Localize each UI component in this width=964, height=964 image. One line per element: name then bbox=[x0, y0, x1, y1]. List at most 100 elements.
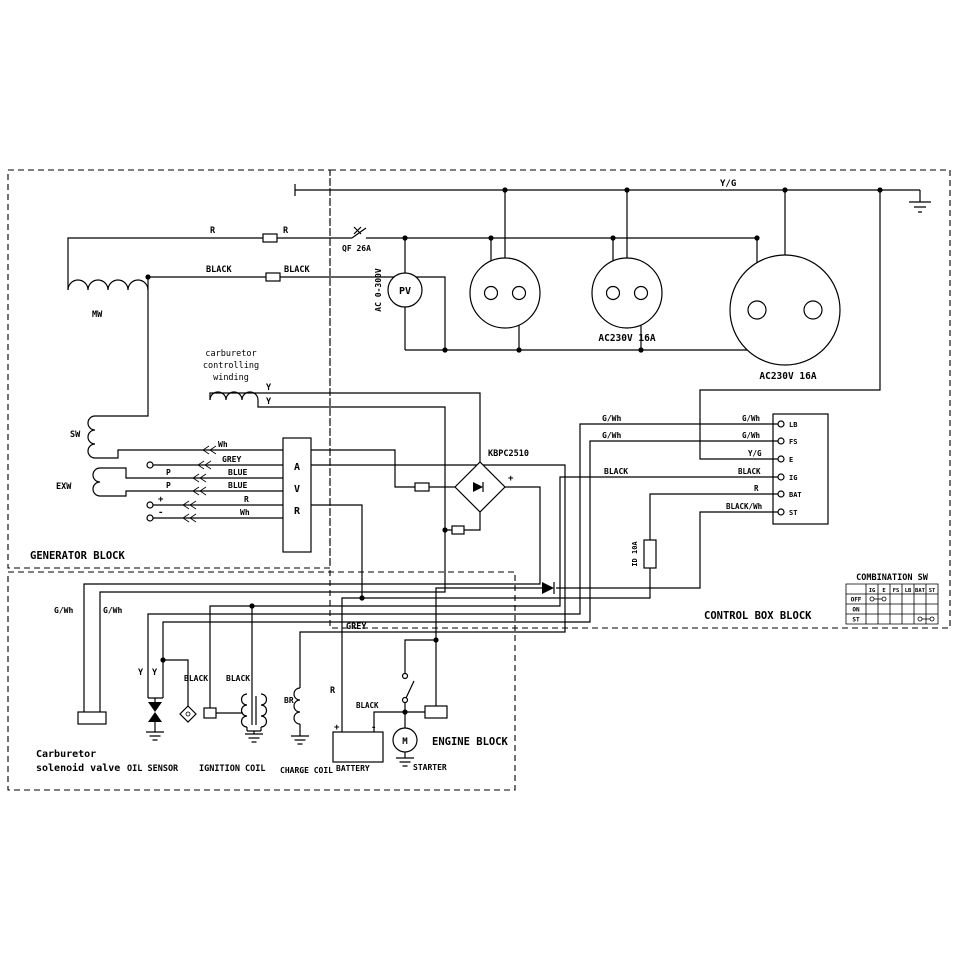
starter-relay-body bbox=[424, 705, 448, 719]
oil-sensor-float-dot bbox=[185, 711, 191, 717]
wire-label-y-4: Y bbox=[152, 668, 158, 678]
connector-chevrons bbox=[182, 445, 217, 523]
rectifier-diode-icon bbox=[473, 482, 483, 492]
switch-contact-lower bbox=[401, 696, 409, 704]
brush-terminal-3 bbox=[146, 514, 154, 522]
wire-label-black-6: BLACK bbox=[356, 701, 379, 710]
terminal-wire-label-fs: G/Wh bbox=[742, 431, 760, 440]
terminal-name-bat: BAT bbox=[789, 491, 802, 499]
socket-3-pin-right bbox=[803, 300, 823, 320]
voltmeter-range-label: AC 0-300V bbox=[374, 268, 383, 312]
voltmeter-body bbox=[387, 272, 423, 308]
battery-plus-label: + bbox=[334, 723, 340, 733]
wire-label-grey-2: GREY bbox=[346, 622, 367, 632]
generator-block-outline bbox=[7, 169, 331, 569]
carburetor-solenoid-body bbox=[77, 711, 107, 725]
table-grid bbox=[845, 583, 939, 625]
combination-sw-title: COMBINATION SW bbox=[856, 573, 929, 583]
terminal-name-st: ST bbox=[789, 509, 797, 517]
wire-label-br: BR bbox=[284, 696, 294, 705]
terminal-wire-label-bat: R bbox=[754, 484, 759, 493]
wire-label-yg-top: Y/G bbox=[720, 179, 736, 189]
rectifier-plus-label: + bbox=[508, 474, 514, 484]
sub-winding-coil bbox=[87, 415, 96, 459]
terminal-name-e: E bbox=[789, 456, 793, 464]
terminal-pin-e bbox=[777, 455, 785, 463]
wire-label-y-1: Y bbox=[266, 383, 272, 393]
avr-letter-v: V bbox=[294, 484, 300, 495]
table-col-bat: BAT bbox=[915, 588, 926, 594]
control-feed-wiring bbox=[147, 423, 778, 732]
components bbox=[67, 233, 939, 763]
table-col-st: ST bbox=[929, 588, 936, 594]
battery-body bbox=[332, 731, 384, 763]
carb-winding-caption-3: winding bbox=[213, 373, 249, 383]
connector-black-line bbox=[265, 272, 281, 282]
starter-motor-letter: M bbox=[402, 737, 408, 747]
terminal-wire-label-ig: BLACK bbox=[738, 467, 761, 476]
terminal-wire-label-lb: G/Wh bbox=[742, 414, 760, 423]
socket-1-pin-left bbox=[483, 285, 499, 301]
wire-label-r-1: R bbox=[210, 226, 216, 236]
socket-3 bbox=[729, 254, 841, 366]
ground-symbols bbox=[146, 201, 931, 767]
starter-motor-body bbox=[392, 727, 418, 753]
wire-label-r-3: R bbox=[244, 495, 249, 504]
brush-terminal-1 bbox=[146, 461, 154, 469]
table-col-ig: IG bbox=[869, 588, 876, 594]
avr-box bbox=[282, 437, 312, 553]
wire-label-wh-1: Wh bbox=[218, 440, 228, 449]
socket-2 bbox=[591, 257, 663, 329]
oil-sensor-valve-bottom bbox=[148, 712, 162, 722]
terminal-wire-label-st: BLACK/Wh bbox=[726, 502, 762, 511]
wire-label-black-4: BLACK bbox=[184, 674, 208, 683]
ignition-coil-windings bbox=[240, 693, 268, 728]
wire-label-gwh-1: G/Wh bbox=[602, 414, 621, 423]
avr-letter-a: A bbox=[294, 462, 300, 473]
sub-winding-label: SW bbox=[70, 430, 81, 440]
table-row-st: ST bbox=[852, 617, 860, 624]
wire-label-blue-2: BLUE bbox=[228, 481, 247, 490]
oil-sensor-valve-top bbox=[148, 702, 162, 712]
generator-block-label: GENERATOR BLOCK bbox=[30, 550, 126, 562]
wire-label-black-5: BLACK bbox=[226, 674, 250, 683]
engine-block-label: ENGINE BLOCK bbox=[432, 736, 509, 748]
carburetor-controlling-coil bbox=[209, 391, 259, 401]
table-connection-st bbox=[917, 616, 935, 622]
starter-switch bbox=[401, 672, 409, 704]
wire-label-grey-1: GREY bbox=[222, 455, 241, 464]
wire-label-black-1: BLACK bbox=[206, 265, 232, 275]
oil-sensor-label: OIL SENSOR bbox=[127, 764, 179, 774]
terminal-wire-label-e: Y/G bbox=[748, 449, 762, 458]
oil-sensor-symbol bbox=[148, 702, 197, 723]
wire-label-plus: + bbox=[158, 495, 164, 505]
exciter-winding-label: EXW bbox=[56, 482, 72, 492]
wire-label-r-4: R bbox=[330, 686, 336, 696]
wire-label-p-1: P bbox=[166, 468, 171, 477]
battery-minus-label: - bbox=[371, 723, 376, 733]
blocking-diode bbox=[542, 582, 555, 594]
brush-terminal-2 bbox=[146, 501, 154, 509]
diode-icon bbox=[542, 582, 554, 594]
socket-3-pin-left bbox=[747, 300, 767, 320]
carb-winding-caption-1: carburetor bbox=[205, 349, 256, 359]
terminal-name-ig: IG bbox=[789, 474, 797, 482]
wire-label-gwh-4: G/Wh bbox=[103, 606, 122, 615]
starter-label: STARTER bbox=[413, 763, 447, 772]
wire-label-gwh-3: G/Wh bbox=[54, 606, 73, 615]
connector-r-line bbox=[262, 233, 278, 243]
socket-1 bbox=[469, 257, 541, 329]
socket-2-pin-left bbox=[605, 285, 621, 301]
earth-bus-wiring bbox=[294, 184, 921, 460]
avr-input-wiring bbox=[95, 449, 283, 519]
terminal-block-body bbox=[772, 413, 829, 525]
table-col-e: E bbox=[882, 588, 885, 594]
wire-label-minus: - bbox=[158, 508, 163, 518]
terminal-pin-ig bbox=[777, 473, 785, 481]
socket-3-rating-label: AC230V 16A bbox=[759, 371, 816, 382]
connector-rectifier-1 bbox=[414, 482, 430, 492]
fuse-body bbox=[643, 539, 657, 569]
ignition-spade-connector bbox=[203, 707, 217, 719]
